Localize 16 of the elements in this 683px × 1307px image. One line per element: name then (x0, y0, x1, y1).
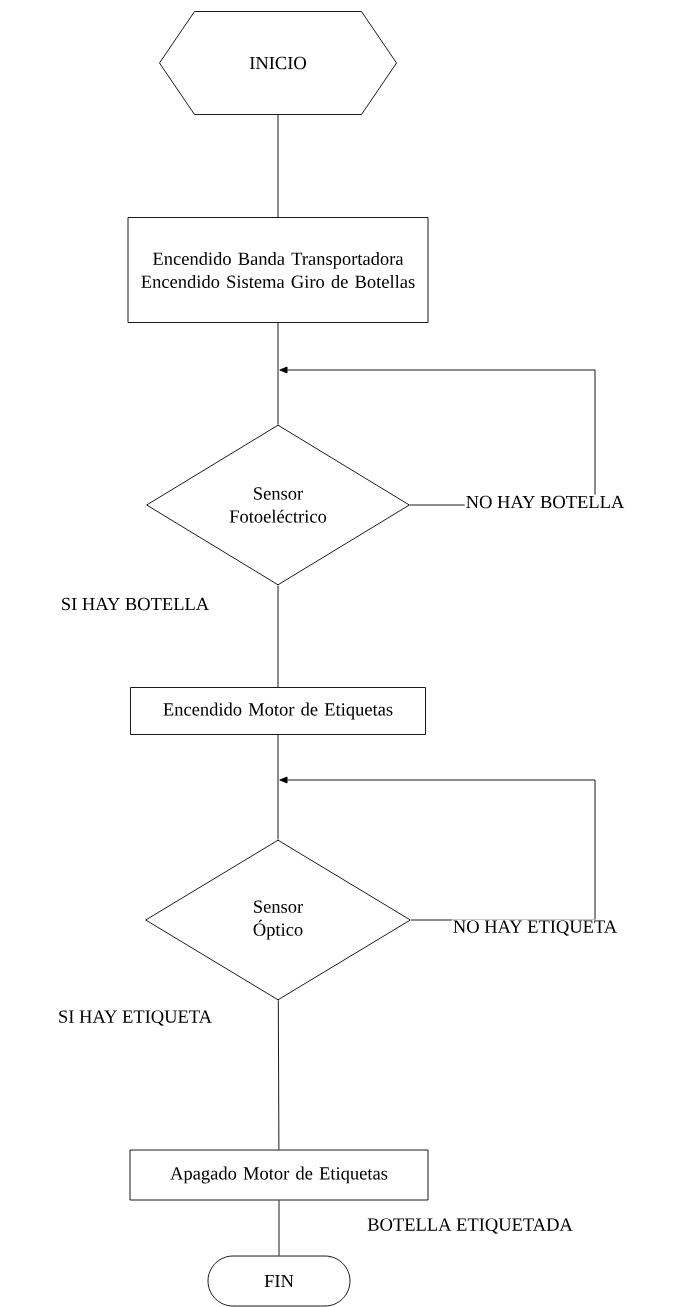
edge-label: BOTELLA ETIQUETADA (366, 1217, 574, 1235)
connector-line (277, 734, 279, 840)
connector-line (278, 1200, 280, 1256)
edge-label: SI HAY BOTELLA (59, 596, 211, 612)
end-terminal: FIN (207, 1255, 351, 1307)
edge-label: NO HAY BOTELLA (464, 494, 626, 510)
process-box: Encendido Motor de Etiquetas (130, 687, 426, 735)
edge-label: NO HAY ETIQUETA (451, 919, 619, 937)
edge-label: SI HAY ETIQUETA (57, 1009, 213, 1027)
connector-line (277, 999, 280, 1150)
connector-line (277, 322, 279, 425)
connector-line (277, 114, 279, 218)
process-box: Encendido Banda Transportadora Encendido Sistema Giro de Botellas (127, 217, 429, 323)
start-hexagon: INICIO (159, 11, 397, 115)
connector-line (277, 585, 279, 688)
process-box: Apagado Motor de Etiquetas (129, 1149, 429, 1201)
